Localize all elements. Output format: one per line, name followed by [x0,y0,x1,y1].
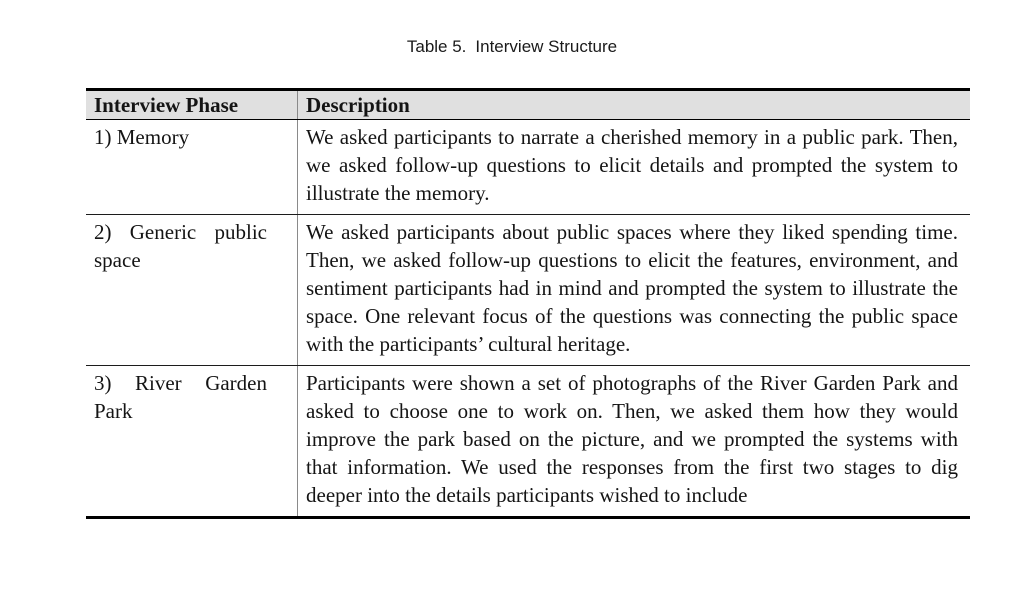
phase-cell: 1) Memory [94,125,190,149]
table-row-generic-public-space: 2) Generic public space We asked partici… [86,215,970,365]
table-row-river-garden-park: 3) River Garden Park Participants were s… [86,366,970,516]
column-header-interview-phase: Interview Phase [94,92,239,117]
table-caption: Table 5. Interview Structure [0,37,1024,57]
row-separator-rule [86,214,970,215]
interview-structure-table: Interview Phase Description 1) Memory We… [86,88,970,519]
table-bottom-rule [86,516,970,519]
table-caption-label: Table 5. [406,37,467,56]
phase-cell: 2) Generic public space [94,220,267,272]
table-top-rule [86,88,970,91]
document-page: Table 5. Interview Structure Interview Ph… [0,37,1024,519]
table-header-row: Interview Phase Description [86,90,970,119]
row-separator-rule [86,365,970,366]
phase-cell: 3) River Garden Park [94,371,267,423]
column-header-description: Description [297,90,970,119]
header-separator-rule [86,118,970,120]
description-cell: Participants were shown a set of photogr… [297,366,970,516]
table-row-memory: 1) Memory We asked participants to narra… [86,120,970,214]
description-cell: We asked participants about public space… [297,215,970,365]
table-caption-title: Interview Structure [475,37,618,56]
description-cell: We asked participants to narrate a cheri… [297,120,970,214]
